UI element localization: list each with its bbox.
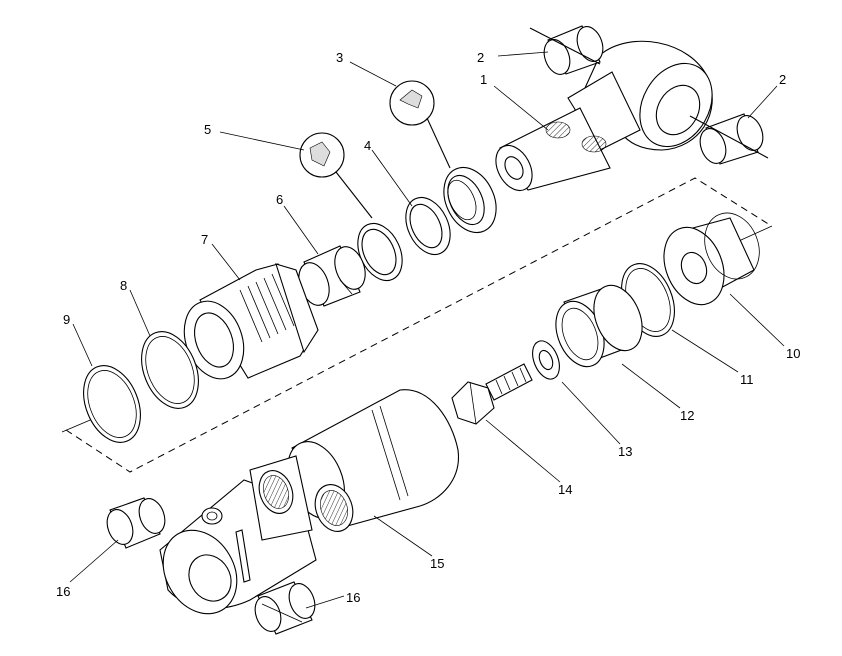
rod bbox=[495, 107, 611, 192]
callout-13: 13 bbox=[618, 444, 632, 459]
seal-3 bbox=[443, 167, 497, 233]
piston-10 bbox=[663, 212, 760, 306]
callout-8: 8 bbox=[120, 278, 127, 293]
seal-8 bbox=[141, 331, 199, 409]
bushing-2-right bbox=[689, 113, 769, 165]
callout-15: 15 bbox=[430, 556, 444, 571]
callout-16-left: 16 bbox=[56, 584, 70, 599]
seal-3-detail bbox=[389, 80, 451, 169]
callout-12: 12 bbox=[680, 408, 694, 423]
callout-9: 9 bbox=[63, 312, 70, 327]
bushing-16-right bbox=[254, 581, 316, 635]
callout-3: 3 bbox=[336, 50, 343, 65]
ring-9 bbox=[83, 365, 141, 443]
bushing-2-left bbox=[529, 25, 604, 75]
callout-14: 14 bbox=[558, 482, 572, 497]
callout-7: 7 bbox=[201, 232, 208, 247]
rod-eye bbox=[567, 40, 713, 151]
callout-1: 1 bbox=[480, 72, 487, 87]
callout-10: 10 bbox=[786, 346, 800, 361]
callout-4: 4 bbox=[364, 138, 371, 153]
wiper-4 bbox=[405, 196, 451, 256]
seal-5-detail bbox=[299, 132, 373, 219]
callout-11: 11 bbox=[740, 372, 754, 387]
wear-ring-12 bbox=[555, 284, 643, 368]
head-7 bbox=[183, 263, 319, 380]
callout-labels: 1 2 2 3 4 5 6 7 8 9 10 11 12 13 14 15 16… bbox=[56, 50, 800, 605]
washer-13 bbox=[532, 340, 560, 380]
bushing-16-left bbox=[106, 497, 166, 549]
leader-lines bbox=[69, 51, 785, 609]
bearing-6 bbox=[298, 245, 366, 307]
callout-2-left: 2 bbox=[477, 50, 484, 65]
callout-2-right: 2 bbox=[779, 72, 786, 87]
callout-16-right: 16 bbox=[346, 590, 360, 605]
callout-6: 6 bbox=[276, 192, 283, 207]
cylinder-eye bbox=[159, 455, 354, 615]
callout-5: 5 bbox=[204, 122, 211, 137]
bolt-14 bbox=[451, 363, 533, 425]
